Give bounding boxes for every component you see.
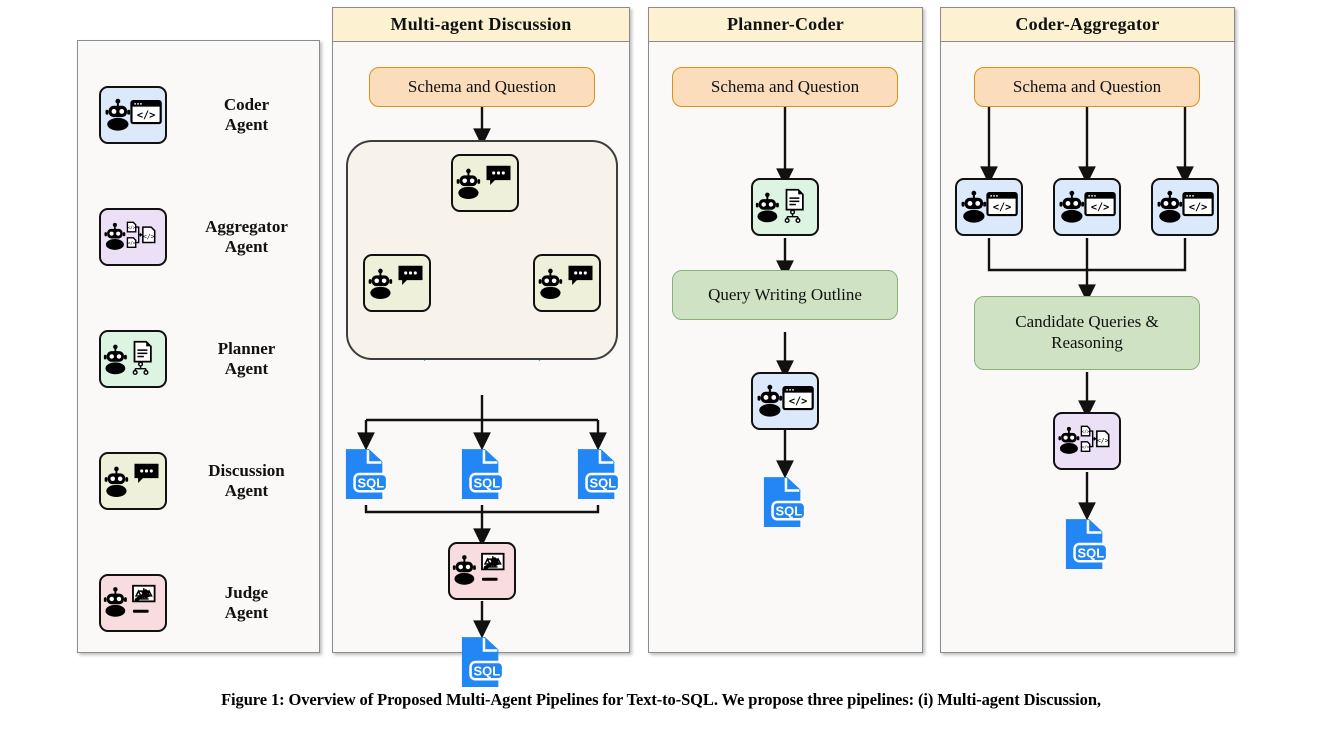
pipeline-title-coder-aggregator: Coder-Aggregator: [941, 8, 1234, 42]
coder-agent-icon-1: [955, 178, 1023, 236]
legend-item-aggregator-agent: Aggregator Agent: [78, 191, 319, 283]
pipeline-body-coder-aggregator: Schema and Question Candidate: [941, 42, 1234, 653]
legend-item-discussion-agent: Discussion Agent: [78, 435, 319, 527]
pipeline-body-multi-agent-discussion: Schema and Question: [333, 42, 629, 689]
legend-item-planner-agent: Planner Agent: [78, 313, 319, 405]
aggregator-agent-icon: [1053, 412, 1121, 470]
pipeline-panel-multi-agent-discussion: Multi-agent Discussion: [332, 7, 630, 689]
discussion-loop-container: [346, 140, 618, 360]
agent-legend-panel: Coder Agent Aggregator Agent: [77, 40, 320, 653]
input-box-schema-and-question: Schema and Question: [369, 67, 595, 107]
coder-agent-icon-2: [1053, 178, 1121, 236]
discussion-agent-icon-top: [451, 154, 519, 212]
legend-label-planner-agent: Planner Agent: [217, 339, 276, 378]
aggregator-agent-icon: [78, 208, 188, 266]
legend-label-judge-agent: Judge Agent: [224, 583, 269, 622]
discussion-agent-icon-right: [533, 254, 601, 312]
intermediate-box-query-writing-outline: Query Writing Outline: [672, 270, 898, 320]
legend-label-aggregator-agent: Aggregator Agent: [205, 217, 288, 256]
pipeline2-connectors: [776, 105, 794, 479]
discussion-agent-icon: [78, 452, 188, 510]
legend-label-discussion-agent: Discussion Agent: [208, 461, 285, 500]
input-box-schema-and-question: Schema and Question: [974, 67, 1200, 107]
sql-final-output-icon: [460, 634, 506, 697]
pipeline-panel-coder-aggregator: Coder-Aggregator Schema and Question: [940, 7, 1235, 653]
pipeline-title-multi-agent-discussion: Multi-agent Discussion: [333, 8, 629, 42]
sql-output-icon-3: [576, 446, 622, 509]
judge-agent-icon: [448, 542, 516, 600]
legend-label-coder-agent: Coder Agent: [223, 95, 270, 134]
pipeline-title-planner-coder: Planner-Coder: [649, 8, 922, 42]
coder-agent-icon-3: [1151, 178, 1219, 236]
pipeline-body-planner-coder: Schema and Question Query Writing Outlin…: [649, 42, 922, 653]
planner-agent-icon: [751, 178, 819, 236]
legend-item-judge-agent: Judge Agent: [78, 557, 319, 649]
legend-list: Coder Agent Aggregator Agent: [78, 41, 319, 652]
intermediate-box-candidate-queries-and-reasoning: Candidate Queries & Reasoning: [974, 296, 1200, 370]
sql-final-output-icon: [1064, 516, 1110, 579]
sql-output-icon-2: [460, 446, 506, 509]
legend-item-coder-agent: Coder Agent: [78, 69, 319, 161]
discussion-agent-icon-left: [363, 254, 431, 312]
coder-agent-icon: [78, 86, 188, 144]
sql-final-output-icon: [762, 474, 808, 537]
pipeline-panel-planner-coder: Planner-Coder Schema and Question Query …: [648, 7, 923, 653]
figure-caption: Figure 1: Overview of Proposed Multi-Age…: [221, 690, 1101, 709]
sql-output-icon-1: [344, 446, 390, 509]
coder-agent-icon: [751, 372, 819, 430]
judge-agent-icon: [78, 574, 188, 632]
input-box-schema-and-question: Schema and Question: [672, 67, 898, 107]
planner-agent-icon: [78, 330, 188, 388]
